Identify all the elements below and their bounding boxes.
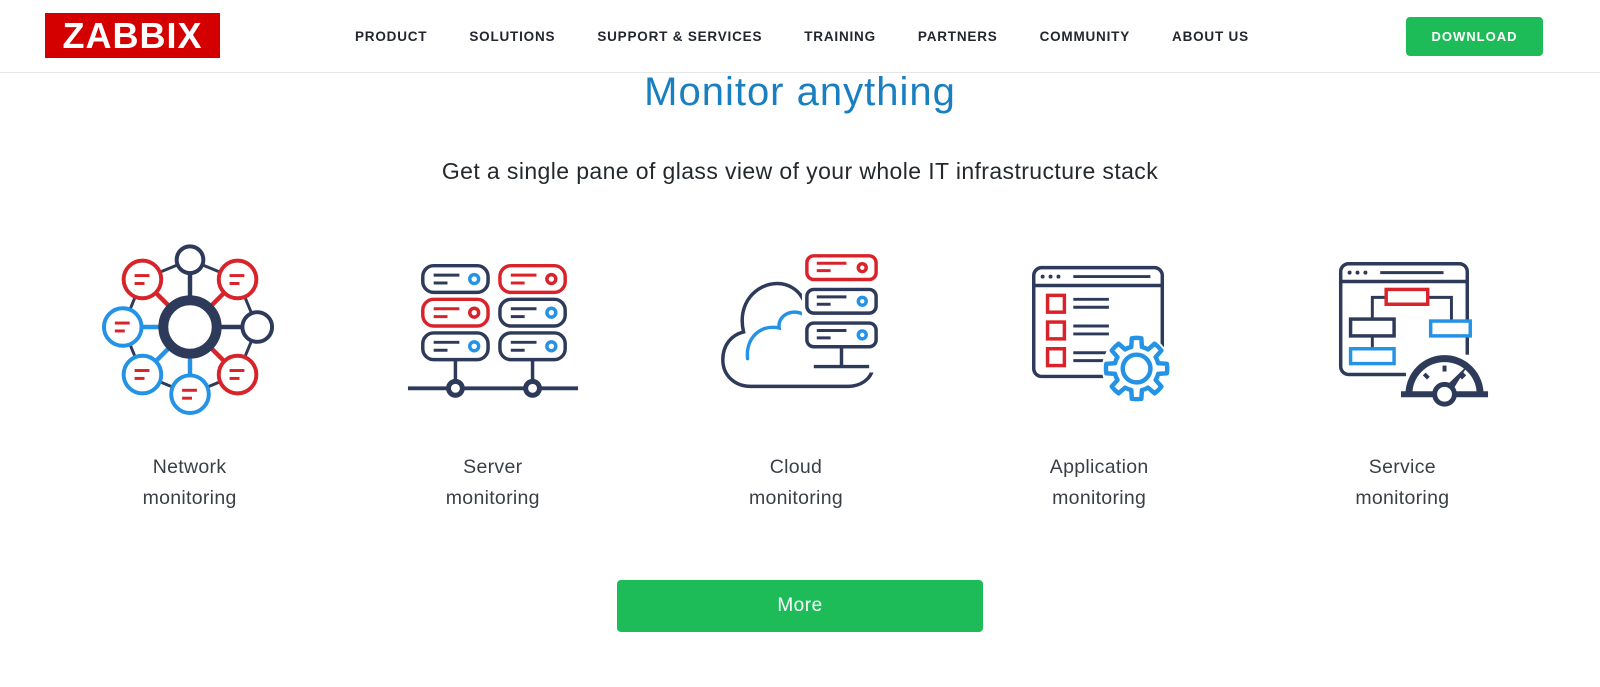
feature-server-monitoring[interactable]: Server monitoring xyxy=(341,230,644,514)
more-button[interactable]: More xyxy=(617,580,983,632)
network-monitoring-icon xyxy=(101,238,279,416)
service-monitoring-icon xyxy=(1313,238,1492,416)
logo-text: ZABBIX xyxy=(62,14,203,56)
download-button[interactable]: DOWNLOAD xyxy=(1406,17,1543,56)
feature-label[interactable]: Network monitoring xyxy=(142,456,237,509)
feature-service-monitoring[interactable]: Service monitoring xyxy=(1251,230,1554,514)
nav-item-product[interactable]: PRODUCT xyxy=(355,29,428,44)
nav-item-training[interactable]: TRAINING xyxy=(804,29,876,44)
feature-application-monitoring[interactable]: Application monitoring xyxy=(948,230,1251,514)
nav-item-about-us[interactable]: ABOUT US xyxy=(1172,29,1249,44)
server-monitoring-icon xyxy=(404,238,582,416)
feature-label[interactable]: Service monitoring xyxy=(1355,456,1450,509)
feature-cloud-monitoring[interactable]: Cloud monitoring xyxy=(644,230,947,514)
page-title: Monitor anything xyxy=(644,70,956,114)
nav-item-partners[interactable]: PARTNERS xyxy=(917,29,998,44)
nav-item-solutions[interactable]: SOLUTIONS xyxy=(469,29,556,44)
feature-label[interactable]: Cloud monitoring xyxy=(748,456,843,509)
feature-label[interactable]: Application monitoring xyxy=(1049,456,1149,509)
application-monitoring-icon xyxy=(1010,238,1188,416)
nav-item-community[interactable]: COMMUNITY xyxy=(1039,29,1131,44)
main-nav: PRODUCT SOLUTIONS SUPPORT & SERVICES TRA… xyxy=(355,0,1249,73)
nav-item-support-services[interactable]: SUPPORT & SERVICES xyxy=(597,29,763,44)
page-subtitle: Get a single pane of glass view of your … xyxy=(441,158,1159,184)
cloud-monitoring-icon xyxy=(707,238,885,416)
features-row: Network monitoring xyxy=(38,230,1554,514)
feature-network-monitoring[interactable]: Network monitoring xyxy=(38,230,341,514)
zabbix-logo[interactable]: ZABBIX xyxy=(45,13,220,58)
site-header: ZABBIX PRODUCT SOLUTIONS SUPPORT & SERVI… xyxy=(0,0,1600,73)
feature-label[interactable]: Server monitoring xyxy=(445,456,540,509)
